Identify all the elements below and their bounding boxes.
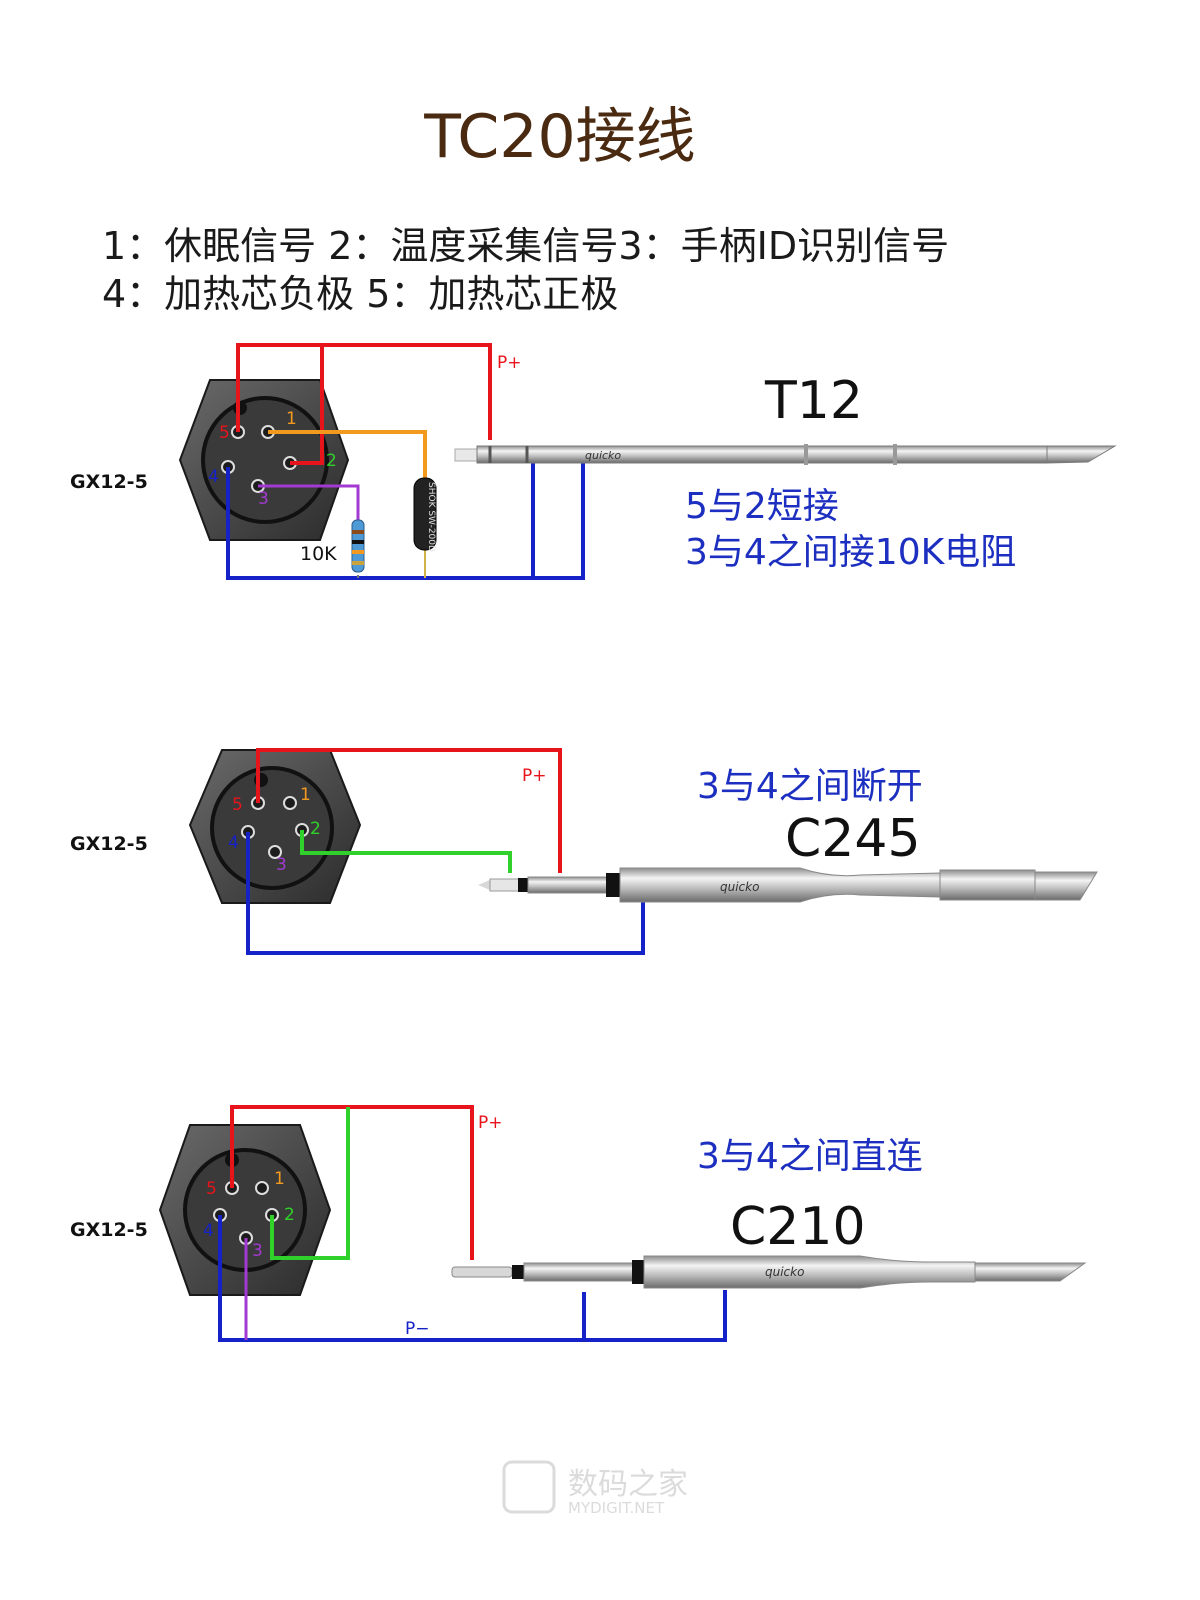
pin-2-label: 2 <box>284 1205 295 1225</box>
pin-1-label: 1 <box>274 1169 285 1189</box>
wire-red-p-plus <box>230 1105 474 1260</box>
connector-gx12-5 <box>158 1124 332 1296</box>
wire-blue-pin4 <box>246 832 645 955</box>
wire-blue-pin4 <box>218 1215 727 1342</box>
tilt-sensor-sw200d: SHOK SW-200D <box>413 477 437 552</box>
pin-5-label: 5 <box>206 1179 217 1199</box>
c210-tip-image: quicko <box>451 1255 1087 1289</box>
wire-green-pin2 <box>270 1107 350 1260</box>
page-title: TC20接线 <box>424 102 696 172</box>
pin-legend-line-2: 4：加热芯负极 5：加热芯正极 <box>102 272 619 316</box>
t12-tip-image: quicko <box>454 444 1117 465</box>
wire-purple-pin3 <box>258 484 360 520</box>
wire-green-pin2 <box>300 830 512 873</box>
pin-4-label: 4 <box>228 833 239 853</box>
pin-3-label: 3 <box>276 855 287 875</box>
wire-orange-pin1 <box>268 430 427 478</box>
pin-2-label: 2 <box>326 451 337 471</box>
tip-name: T12 <box>764 371 863 431</box>
p-plus-label: P+ <box>497 353 522 373</box>
resistor-10k <box>351 519 365 573</box>
note-line-2: 3与4之间接10K电阻 <box>685 532 1016 573</box>
brand-text: quicko <box>765 1265 804 1279</box>
section-t12: 5 1 2 4 3 GX12-5 10K SHOK SW-200D P+ <box>70 343 1117 580</box>
brand-text: quicko <box>720 880 759 894</box>
sensor-text: SHOK SW-200D <box>426 482 436 552</box>
pin-4-label: 4 <box>208 467 219 487</box>
wire-red-pin2-short <box>290 345 324 465</box>
pin-2-label: 2 <box>310 819 321 839</box>
resistor-label: 10K <box>300 543 337 565</box>
tip-name: C210 <box>730 1197 866 1257</box>
wire-red-p-plus <box>256 748 562 873</box>
watermark-cn: 数码之家 <box>568 1467 688 1502</box>
note-line-1: 3与4之间断开 <box>697 766 923 807</box>
p-plus-label: P+ <box>522 766 547 786</box>
connector-gx12-5 <box>188 749 362 904</box>
connector-label: GX12-5 <box>70 833 148 855</box>
note-line-1: 3与4之间直连 <box>697 1136 923 1177</box>
pin-3-label: 3 <box>252 1241 263 1261</box>
connector-gx12-5 <box>178 379 350 541</box>
p-plus-label: P+ <box>478 1113 503 1133</box>
brand-text: quicko <box>585 449 621 462</box>
note-line-1: 5与2短接 <box>685 486 839 527</box>
pin-1-label: 1 <box>300 785 311 805</box>
c245-tip-image: quicko <box>478 867 1098 903</box>
watermark: 数码之家 MYDIGIT.NET <box>502 1460 688 1517</box>
connector-label: GX12-5 <box>70 1219 148 1241</box>
pin-5-label: 5 <box>232 795 243 815</box>
p-minus-label: P− <box>405 1319 430 1339</box>
pin-legend-line-1: 1：休眠信号 2：温度采集信号3：手柄ID识别信号 <box>102 224 950 268</box>
pin-5-label: 5 <box>219 423 230 443</box>
section-c245: 5 1 2 4 3 GX12-5 P+ quicko 3与4之间断开 C245 <box>70 748 1098 955</box>
connector-label: GX12-5 <box>70 471 148 493</box>
wire-blue-pin4 <box>226 462 585 580</box>
pin-3-label: 3 <box>258 489 269 509</box>
tip-name: C245 <box>785 809 921 869</box>
watermark-en: MYDIGIT.NET <box>568 1499 665 1517</box>
wire-red-p-plus <box>236 343 492 440</box>
watermark-logo-icon <box>502 1460 556 1514</box>
section-c210: 5 1 2 4 3 GX12-5 P+ P− quicko 3与4之间直连 C2… <box>70 1105 1087 1342</box>
pin-1-label: 1 <box>286 409 297 429</box>
pin-4-label: 4 <box>203 1221 214 1241</box>
